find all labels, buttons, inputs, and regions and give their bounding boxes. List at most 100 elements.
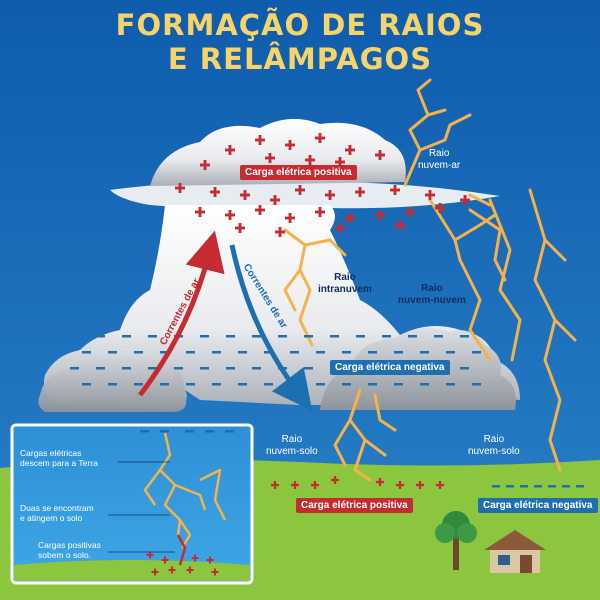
lightning-cloud-air-label: Raio nuvem-ar [418, 148, 461, 171]
plus-sign [214, 568, 216, 576]
lightning-cloud-cloud-label: Raio nuvem-nuvem [398, 283, 466, 306]
minus-sign [506, 485, 514, 488]
minus-sign [82, 383, 91, 386]
minus-sign [205, 430, 214, 433]
minus-sign [70, 335, 79, 338]
plus-sign [313, 481, 317, 489]
plus-sign [348, 145, 352, 155]
minus-sign [368, 351, 377, 354]
minus-sign [394, 383, 403, 386]
minus-sign [96, 335, 105, 338]
minus-sign [185, 430, 194, 433]
minus-sign [576, 485, 584, 488]
minus-sign [304, 367, 313, 370]
minus-sign [148, 367, 157, 370]
plus-sign [198, 207, 202, 217]
minus-sign [460, 335, 469, 338]
plus-sign [298, 185, 302, 195]
minus-sign [278, 335, 287, 338]
plus-sign [154, 568, 156, 576]
minus-sign [186, 383, 195, 386]
minus-sign [200, 335, 209, 338]
minus-sign [472, 383, 481, 386]
plus-sign [258, 135, 262, 145]
plus-sign [273, 195, 277, 205]
minus-sign [108, 351, 117, 354]
ground-negative-charges [492, 485, 584, 488]
plus-sign [308, 155, 312, 165]
plus-sign [358, 187, 362, 197]
minus-sign [212, 383, 221, 386]
minus-sign [316, 351, 325, 354]
plus-sign [378, 150, 382, 160]
minus-sign [316, 383, 325, 386]
minus-sign [252, 367, 261, 370]
cloud-positive-charges [175, 133, 470, 237]
minus-sign [472, 351, 481, 354]
minus-sign [122, 335, 131, 338]
minus-sign [226, 335, 235, 338]
minus-sign [264, 351, 273, 354]
inset-step-1: Cargas elétricas descem para a Terra [20, 448, 98, 468]
minus-sign [394, 351, 403, 354]
plus-sign [418, 481, 422, 489]
ground-positive-charges [271, 476, 444, 489]
minus-sign [134, 351, 143, 354]
plus-sign [203, 160, 207, 170]
updraft-arrow [138, 230, 225, 397]
minus-sign [238, 351, 247, 354]
ground-negative-charge-label: Carga elétrica negativa [478, 498, 598, 513]
plus-sign [238, 223, 242, 233]
inset-step-3: Cargas positivas sobem o solo. [38, 540, 101, 560]
minus-sign [264, 383, 273, 386]
minus-sign [548, 485, 556, 488]
plus-sign [171, 566, 173, 574]
plus-sign [348, 213, 352, 223]
plus-sign [463, 195, 467, 205]
minus-sign [304, 335, 313, 338]
plus-sign [398, 220, 402, 230]
ground-positive-charge-label: Carga elétrica positiva [296, 498, 413, 513]
minus-sign [420, 383, 429, 386]
minus-sign [82, 351, 91, 354]
plus-sign [189, 566, 191, 574]
minus-sign [200, 367, 209, 370]
plus-sign [318, 133, 322, 143]
plus-sign [164, 556, 166, 564]
minus-sign [408, 335, 417, 338]
minus-sign [446, 383, 455, 386]
plus-sign [398, 481, 402, 489]
minus-sign [562, 485, 570, 488]
plus-sign [338, 157, 342, 167]
plus-sign [438, 203, 442, 213]
minus-sign [226, 367, 235, 370]
plus-sign [288, 213, 292, 223]
plus-sign [194, 554, 196, 562]
title-line-1: FORMAÇÃO DE RAIOS [115, 8, 485, 42]
plus-sign [178, 183, 182, 193]
minus-sign [382, 335, 391, 338]
plus-sign [328, 190, 332, 200]
plus-sign [408, 207, 412, 217]
plus-sign [149, 551, 151, 559]
minus-sign [434, 335, 443, 338]
lightning-bolts [283, 78, 577, 482]
minus-sign [238, 383, 247, 386]
plus-sign [318, 207, 322, 217]
minus-sign [122, 367, 131, 370]
plus-sign [273, 481, 277, 489]
minus-sign [108, 383, 117, 386]
minus-sign [492, 485, 500, 488]
minus-sign [420, 351, 429, 354]
minus-sign [368, 383, 377, 386]
plus-sign [258, 205, 262, 215]
inset-step-2: Duas se encontram e atingem o solo [20, 503, 94, 523]
minus-sign [342, 383, 351, 386]
minus-sign [148, 335, 157, 338]
minus-sign [446, 351, 455, 354]
plus-sign [293, 481, 297, 489]
minus-sign [160, 383, 169, 386]
minus-sign [356, 335, 365, 338]
